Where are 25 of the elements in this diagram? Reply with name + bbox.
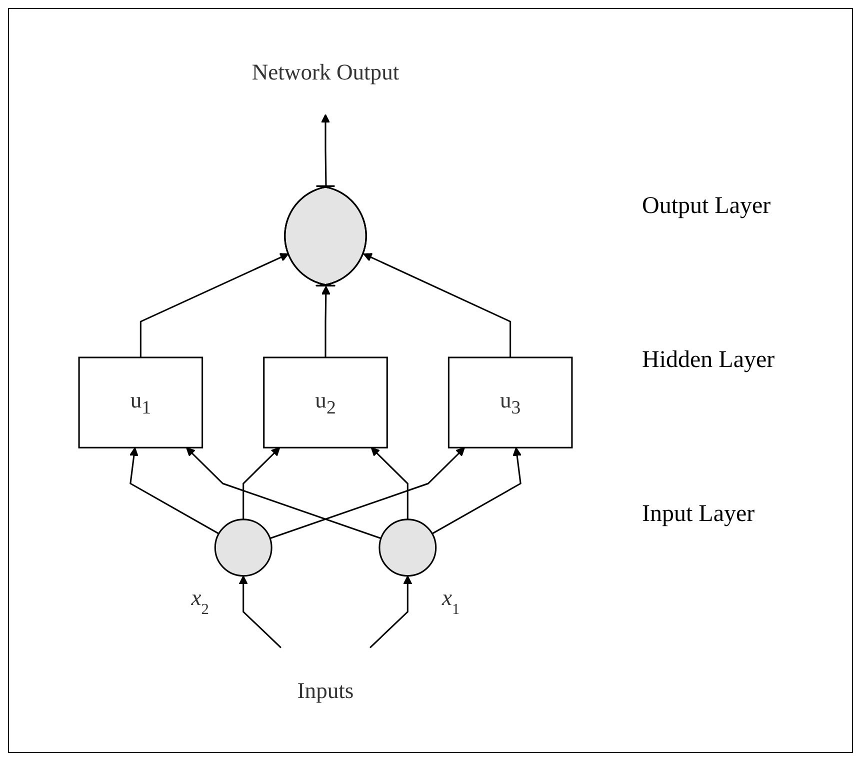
arrow — [321, 285, 330, 357]
arrow — [186, 446, 382, 539]
arrow — [363, 252, 512, 357]
layer-label: Hidden Layer — [642, 346, 776, 374]
input-node-circle — [214, 518, 272, 576]
layer-label: Output Layer — [642, 192, 772, 220]
hidden-unit-box: u$_{1}$ — [78, 356, 204, 448]
arrow — [432, 446, 522, 534]
hidden-unit-box: u$_{2}$ — [263, 356, 388, 448]
layer-label: Input Layer — [642, 501, 756, 528]
arrow — [270, 446, 465, 539]
output-node-ellipse — [284, 184, 367, 286]
arrow — [129, 446, 220, 534]
arrow — [242, 446, 280, 519]
hidden-unit-box: u$_{3}$ — [448, 356, 573, 448]
arrow — [320, 113, 330, 186]
arrow — [140, 252, 289, 357]
variable-label: x$_{1}$ — [442, 584, 460, 618]
variable-label: x$_{2}$ — [191, 584, 209, 618]
text-label: Inputs — [297, 676, 354, 703]
arrow — [370, 574, 412, 648]
arrow — [238, 574, 282, 648]
arrow — [370, 446, 408, 519]
input-node-circle — [378, 518, 437, 576]
text-label: Network Output — [252, 58, 400, 84]
